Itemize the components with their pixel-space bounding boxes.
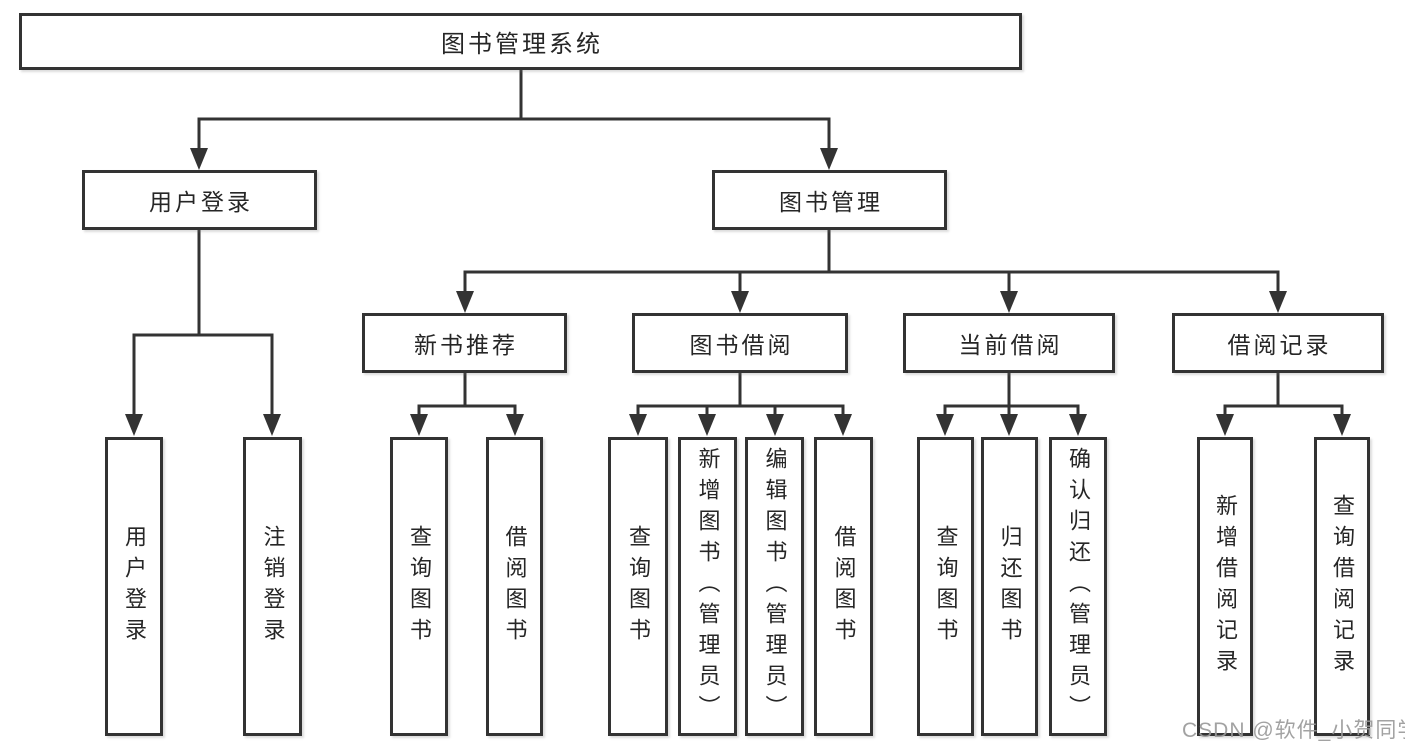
leaf-borrowing-query-books: 查询图书 <box>608 437 668 736</box>
leaf-user-login: 用户登录 <box>105 437 163 736</box>
node-current-borrowing: 当前借阅 <box>903 313 1115 373</box>
connector-book-borrowing-children <box>629 373 852 436</box>
leaf-logout-login: 注销登录 <box>243 437 302 736</box>
node-book-management: 图书管理 <box>712 170 947 230</box>
leaf-borrowing-edit-books-admin: 编辑图书（管理员） <box>745 437 804 736</box>
leaf-recommend-query-books: 查询图书 <box>390 437 448 736</box>
leaf-borrowing-borrow-books: 借阅图书 <box>814 437 873 736</box>
connector-user-login-children <box>125 230 281 436</box>
node-library-system: 图书管理系统 <box>19 13 1022 70</box>
connector-new-book-children <box>410 373 524 436</box>
csdn-watermark: CSDN @软件_小贺同学 <box>1182 719 1405 742</box>
leaf-recommend-borrow-books: 借阅图书 <box>486 437 543 736</box>
connector-current-borrowing-children <box>936 373 1087 436</box>
node-book-borrowing: 图书借阅 <box>632 313 848 373</box>
leaf-current-confirm-return-admin: 确认归还（管理员） <box>1049 437 1107 736</box>
leaf-current-query-books: 查询图书 <box>917 437 974 736</box>
connector-borrowing-records-children <box>1216 373 1351 436</box>
leaf-records-add-record: 新增借阅记录 <box>1197 437 1253 736</box>
leaf-borrowing-add-books-admin: 新增图书（管理员） <box>678 437 737 736</box>
node-new-book-recommend: 新书推荐 <box>362 313 567 373</box>
connector-root-to-level2 <box>190 68 838 170</box>
leaf-current-return-books: 归还图书 <box>981 437 1038 736</box>
connector-book-management-children <box>456 230 1287 313</box>
node-user-login: 用户登录 <box>82 170 317 230</box>
leaf-records-query-record: 查询借阅记录 <box>1314 437 1370 736</box>
node-borrowing-records: 借阅记录 <box>1172 313 1384 373</box>
